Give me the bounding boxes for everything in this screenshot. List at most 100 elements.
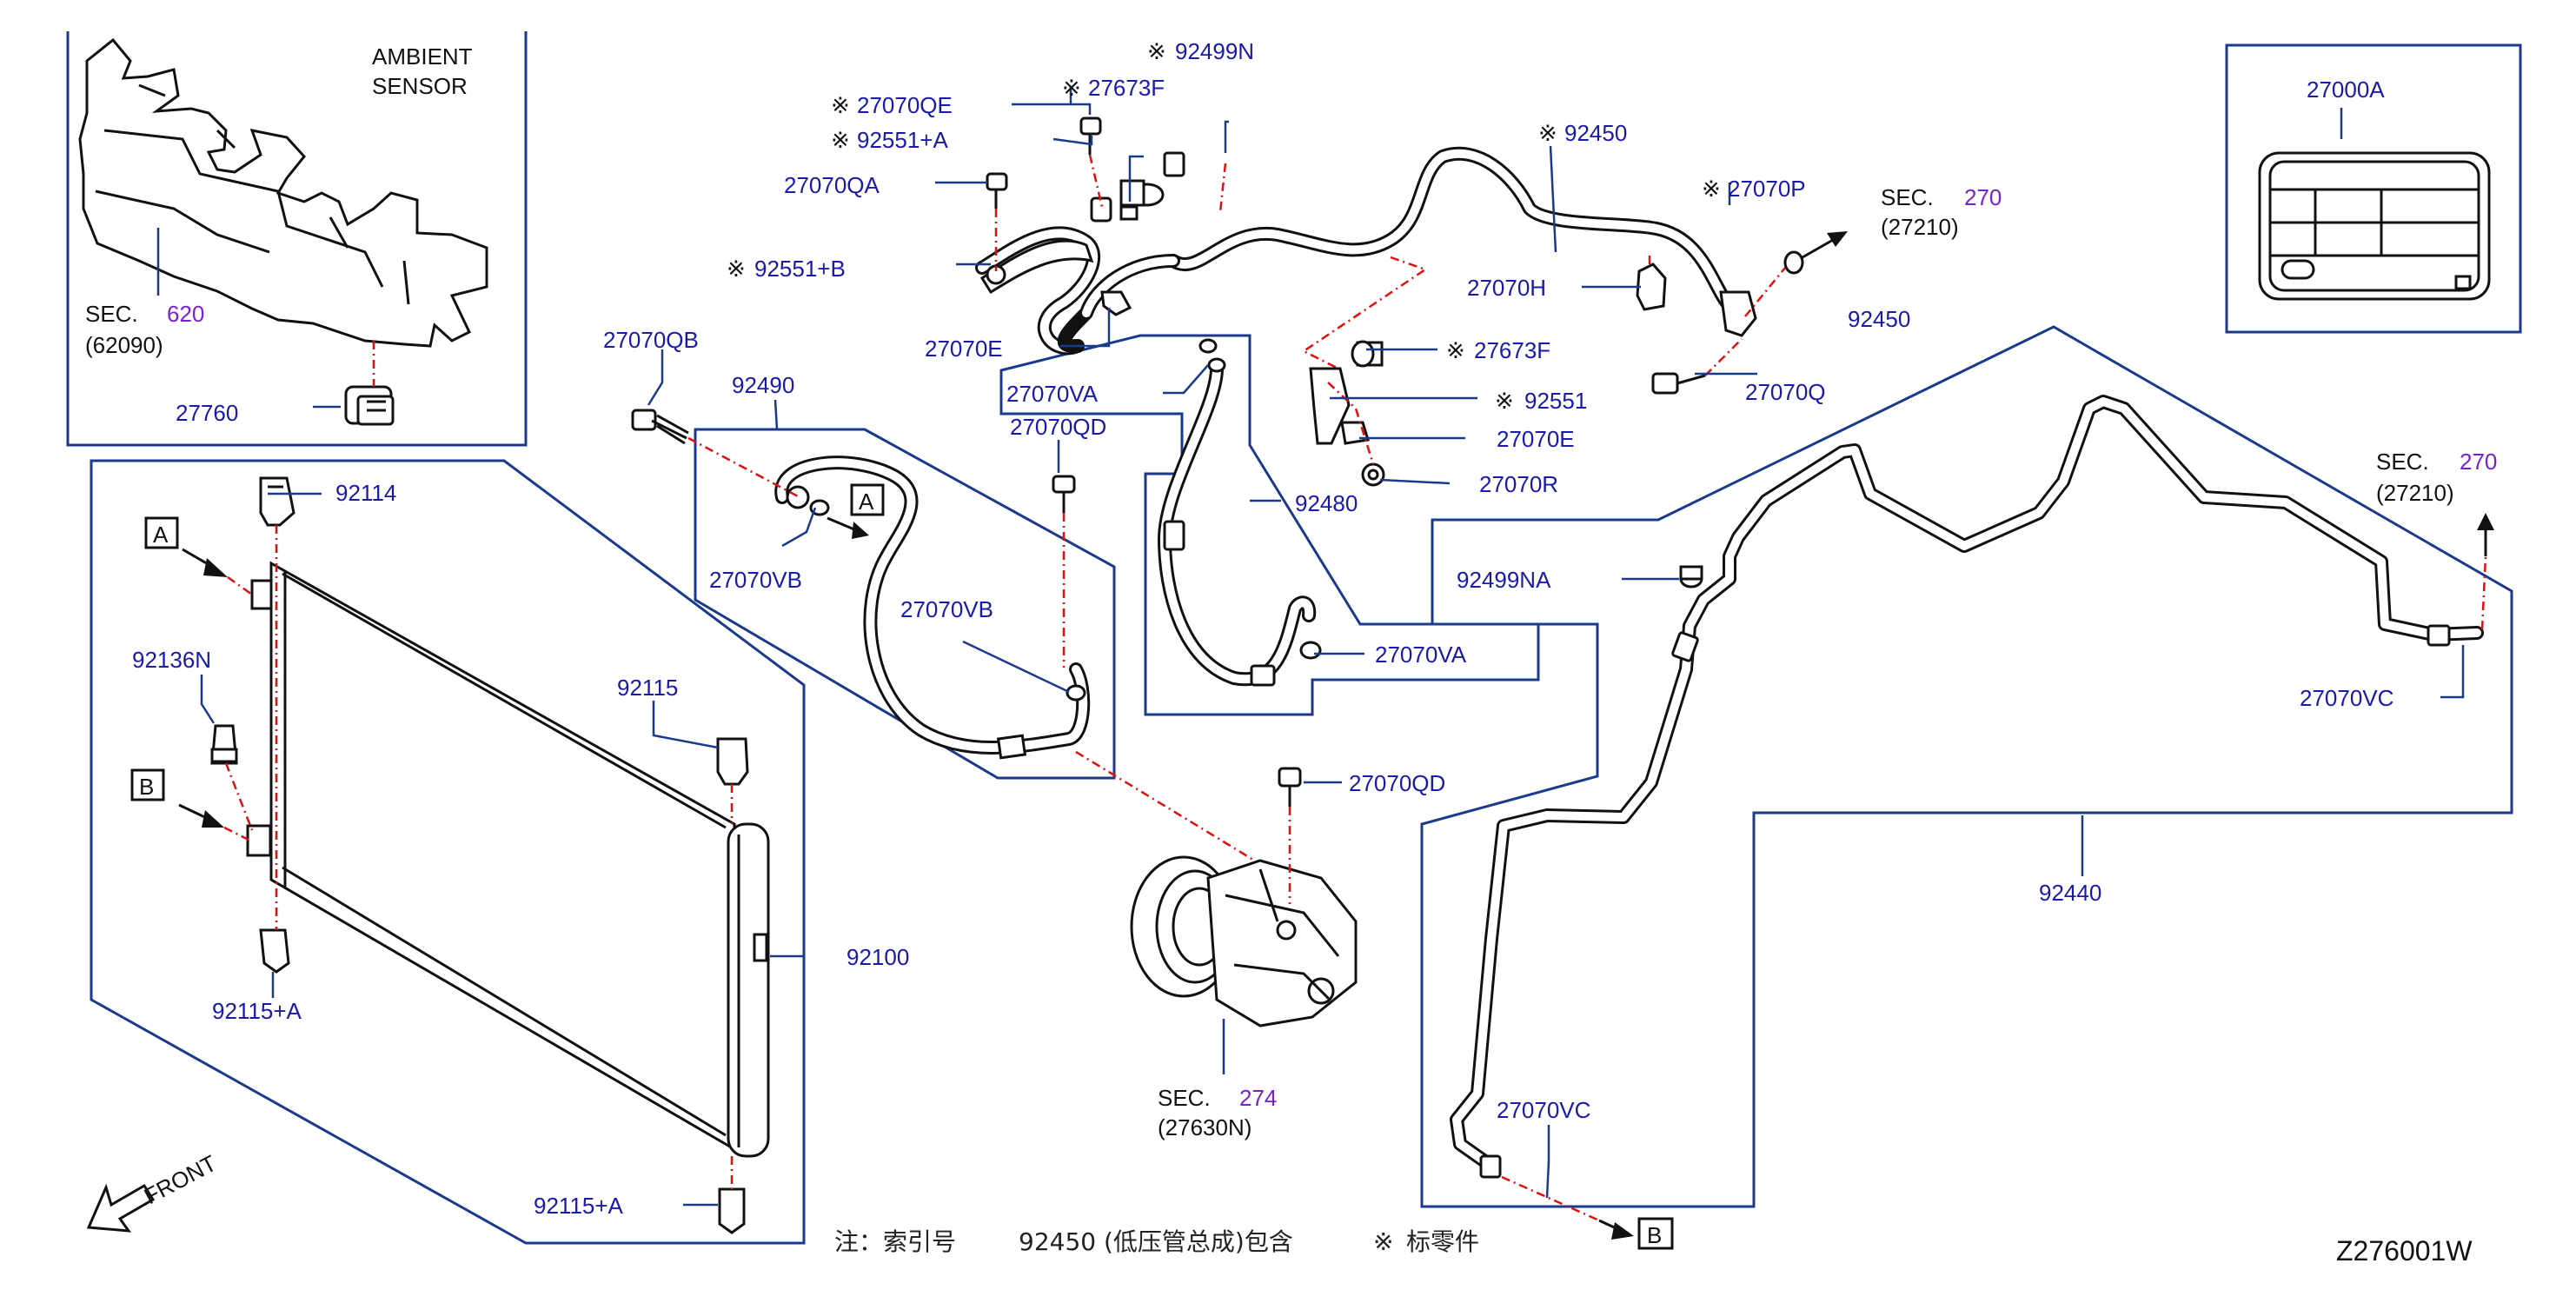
frame-92490 — [694, 428, 1116, 780]
label-27000A: 27000A — [2307, 76, 2385, 103]
marker-box-B-pipe: B — [1637, 1217, 1674, 1250]
marker-box-B-left: B — [130, 768, 249, 841]
label-27070QD-top: 27070QD — [1010, 414, 1106, 440]
label-27210-top: (27210) — [1881, 214, 1959, 240]
footnote-prefix: 注：索引号 — [834, 1227, 956, 1256]
label-27070VB-mid: 27070VB — [900, 596, 993, 622]
label-27210-right: (27210) — [2376, 480, 2454, 506]
label-sec-620-prefix: SEC. — [85, 301, 138, 327]
label-92551B: 92551+B — [754, 256, 846, 282]
label-27070QB: 27070QB — [603, 327, 699, 353]
mark-92499N: ※ — [1147, 38, 1166, 64]
oring-27070VB-left — [809, 499, 830, 516]
centerline-27070Q — [1704, 338, 1743, 376]
centerline-92480 — [1327, 382, 1375, 465]
mark-92450-top: ※ — [1538, 120, 1557, 146]
front-arrow-icon — [86, 1183, 156, 1233]
marker-box-A-hose: A — [850, 483, 885, 516]
bolt-27070Q — [1651, 372, 1706, 395]
label-92115A-top: 92115+A — [212, 998, 302, 1024]
centerline-top-fittings — [994, 154, 1428, 370]
label-92499NA: 92499NA — [1457, 567, 1551, 593]
arrow-A-hose — [827, 516, 869, 539]
compressor-27630N — [1130, 855, 1358, 1027]
arrow-sec-270-right — [2477, 513, 2494, 556]
frame-92440 — [1420, 325, 2513, 1208]
bolt-27070QB — [631, 409, 689, 445]
label-27673F-mid: 27673F — [1474, 337, 1550, 363]
label-27760: 27760 — [176, 400, 238, 426]
marker-A-left-text: A — [153, 522, 169, 548]
bracket-92551 — [1309, 367, 1351, 445]
label-92115: 92115 — [617, 675, 678, 701]
label-27673F-top: 27673F — [1088, 75, 1165, 101]
bracket-92115A-bottom — [718, 1187, 746, 1234]
footnote-mark: ※ — [1373, 1227, 1393, 1256]
mark-27070QE: ※ — [831, 92, 850, 118]
label-62090: (62090) — [85, 332, 163, 358]
oring-27070VB-mid — [1066, 684, 1086, 702]
mark-27070P: ※ — [1702, 176, 1721, 202]
bracket-27673F-mid — [1351, 340, 1384, 368]
mark-92551B: ※ — [727, 256, 746, 282]
label-sec-270-right: 270 — [2460, 449, 2497, 475]
marker-A-hose-text: A — [859, 489, 874, 515]
bracket-27070QA — [979, 196, 1112, 295]
label-27630N: (27630N) — [1158, 1114, 1251, 1140]
centerline-92440-bottom — [1501, 1175, 1600, 1222]
marker-B-pipe-text: B — [1647, 1222, 1662, 1248]
label-27070QA: 27070QA — [784, 172, 880, 198]
label-27070R: 27070R — [1479, 471, 1558, 497]
label-27070VC-bottom: 27070VC — [1497, 1097, 1590, 1123]
label-front: FRONT — [140, 1150, 221, 1210]
fitting-27070P — [1719, 250, 1804, 337]
label-92551: 92551 — [1524, 388, 1587, 414]
label-ambient-sensor-line1: AMBIENT — [372, 43, 473, 70]
label-92114: 92114 — [335, 480, 396, 506]
label-92440: 92440 — [2039, 880, 2101, 906]
oring-27070VA-bottom — [1299, 641, 1322, 660]
label-92450-right: 92450 — [1848, 306, 1910, 332]
label-sec-274: 274 — [1239, 1085, 1277, 1111]
bracket-92114 — [259, 476, 295, 527]
mark-27673F-top: ※ — [1062, 75, 1081, 101]
frame-condenser — [90, 459, 806, 1245]
frame-label-27000A — [2225, 43, 2522, 334]
marker-B-left-text: B — [139, 774, 154, 800]
pipe-92440 — [1450, 395, 2484, 1179]
hose-92490 — [774, 455, 1091, 760]
label-92499N: 92499N — [1175, 38, 1254, 64]
label-sec-270-top-prefix: SEC. — [1881, 184, 1934, 210]
ambient-sensor-bracket — [78, 37, 488, 348]
mark-27673F-mid: ※ — [1446, 337, 1465, 363]
label-92136N: 92136N — [132, 647, 211, 673]
leader-lines — [156, 87, 2465, 1207]
footnote-suffix: 标零件 — [1406, 1227, 1479, 1256]
label-27070VA-top: 27070VA — [1006, 381, 1099, 407]
centerline-92490 — [687, 436, 800, 499]
centerline-27070P — [1744, 267, 1786, 317]
label-92551A: 92551+A — [857, 127, 948, 153]
drawing-code: Z276001W — [2336, 1235, 2473, 1267]
bracket-92115 — [716, 737, 749, 786]
label-ambient-sensor-line2: SENSOR — [372, 73, 468, 99]
ambient-sensor-icon — [344, 385, 395, 426]
mark-92551A: ※ — [831, 127, 850, 153]
label-27070P: 27070P — [1728, 176, 1806, 202]
label-27070E-top: 27070E — [925, 336, 1003, 362]
hose-92480 — [1158, 362, 1317, 687]
arrow-sec-270-top — [1802, 231, 1848, 259]
footnote-assembly: 92450 (低压管总成)包含 — [1019, 1227, 1293, 1256]
label-92490: 92490 — [732, 372, 794, 398]
label-27070VC-right: 27070VC — [2300, 685, 2393, 711]
label-92450-top: 92450 — [1564, 120, 1627, 146]
label-27070E-mid: 27070E — [1497, 426, 1575, 452]
label-27070Q: 27070Q — [1745, 379, 1826, 405]
mark-92551: ※ — [1495, 388, 1514, 414]
clip-27070H — [1636, 263, 1667, 311]
labels: AMBIENT SENSOR SEC. 620 (62090) 27760 ※ … — [85, 38, 2497, 1267]
nut-27070R — [1361, 462, 1385, 487]
bolt-27070QA — [986, 172, 1008, 209]
label-27070QD-bottom: 27070QD — [1349, 770, 1445, 796]
